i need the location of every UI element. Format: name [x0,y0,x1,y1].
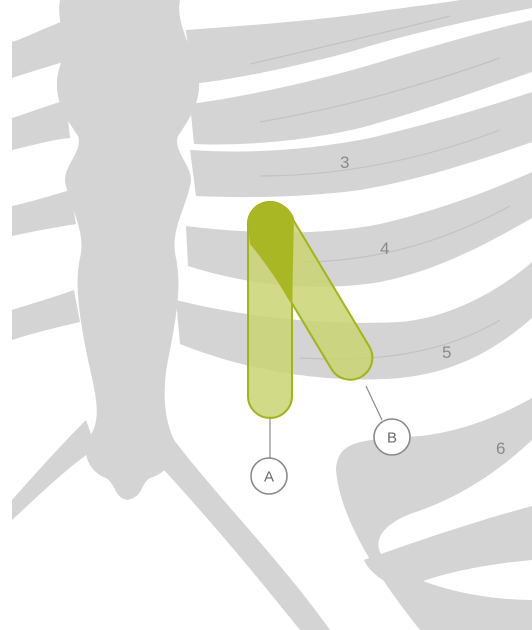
leader-line-b [366,386,382,420]
rib-number-3: 3 [340,153,349,172]
rib-6-costal-margin [164,398,532,630]
left-costal-margin [12,420,96,520]
rib-number-5: 5 [442,343,451,362]
rib-number-4: 4 [380,239,389,258]
sternum [57,0,199,500]
left-rib-2 [12,100,70,150]
callout-b-label: B [387,430,397,447]
left-rib-4 [12,290,80,340]
callout-a-label: A [264,469,274,486]
rib-number-6: 6 [496,439,505,458]
left-rib-3 [12,190,76,236]
